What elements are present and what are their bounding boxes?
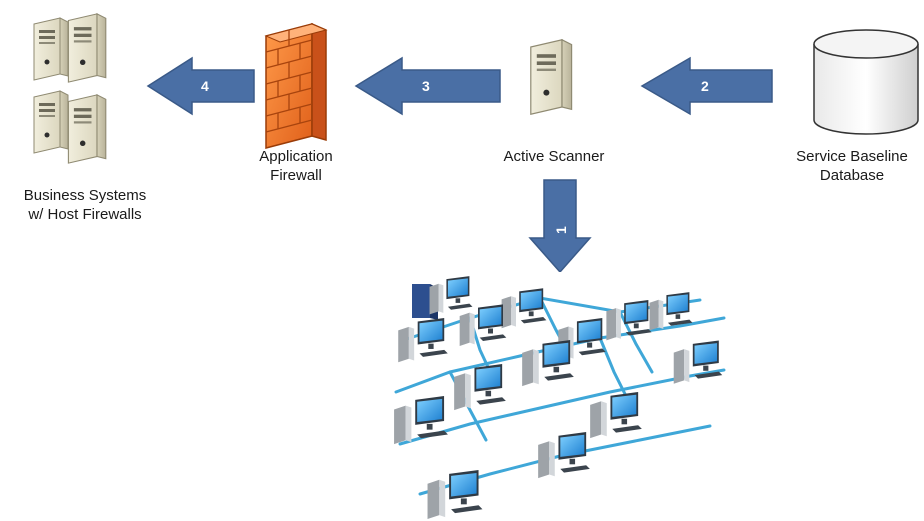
firewall-icon bbox=[264, 22, 328, 149]
active-scanner-line1: Active Scanner bbox=[503, 148, 605, 165]
business-systems-line1: Business Systems bbox=[23, 187, 147, 204]
arrow-2: 2 bbox=[640, 56, 773, 116]
network-computers-icon bbox=[388, 272, 734, 521]
application-firewall-line2: Firewall bbox=[270, 167, 322, 184]
server-icon bbox=[529, 38, 573, 116]
service-baseline-line1: Service Baseline bbox=[796, 148, 908, 165]
arrow-2-label: 2 bbox=[701, 78, 709, 94]
application-firewall-label: Application Firewall bbox=[246, 147, 346, 185]
service-baseline-database-label: Service Baseline Database bbox=[780, 147, 924, 185]
service-baseline-line2: Database bbox=[819, 167, 885, 184]
arrow-3-label: 3 bbox=[422, 78, 430, 94]
arrow-1-label: 1 bbox=[553, 226, 569, 234]
arrow-4-label: 4 bbox=[201, 78, 209, 94]
arrow-3: 3 bbox=[354, 56, 501, 116]
active-scanner-label: Active Scanner bbox=[484, 147, 624, 166]
arrow-1: 1 bbox=[528, 179, 592, 274]
arrow-4: 4 bbox=[146, 56, 255, 116]
database-icon bbox=[813, 29, 919, 135]
business-systems-line2: w/ Host Firewalls bbox=[28, 206, 142, 223]
application-firewall-line1: Application bbox=[259, 148, 333, 165]
server-cluster-icon bbox=[33, 13, 107, 164]
business-systems-label: Business Systems w/ Host Firewalls bbox=[10, 186, 160, 224]
